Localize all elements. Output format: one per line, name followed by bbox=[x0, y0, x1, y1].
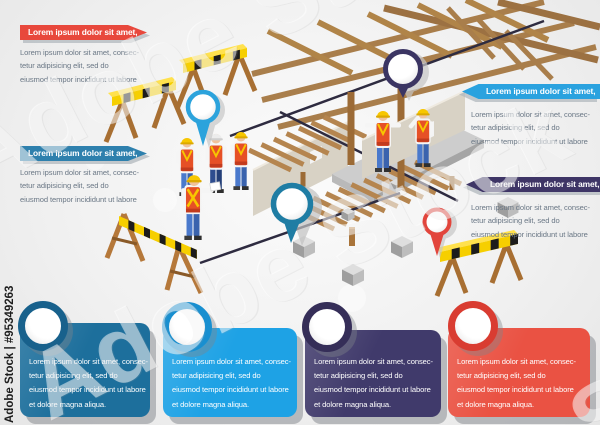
info-card-text: Lorem ipsum dolor sit amet, consec-tetur… bbox=[172, 357, 291, 409]
sawhorse-barrier-icon bbox=[103, 77, 187, 143]
speech-balloon-icon bbox=[383, 49, 429, 101]
info-card-circle-marker bbox=[302, 302, 352, 352]
info-card-text: Lorem ipsum dolor sit amet, consec-tetur… bbox=[457, 357, 576, 409]
callout-banner-mid-left: Lorem ipsum dolor sit amet, bbox=[20, 146, 147, 161]
roof-rafters bbox=[251, 0, 600, 130]
info-card: Lorem ipsum dolor sit amet, consec-tetur… bbox=[305, 330, 441, 417]
map-pin-icon bbox=[422, 207, 457, 258]
floor-joists-upper bbox=[247, 114, 368, 173]
callout-banner-right-mid: Lorem ipsum dolor sit amet, bbox=[466, 177, 600, 192]
callout-text-right-top: Lorem ipsum dolor sit amet, consec-tetur… bbox=[471, 110, 590, 146]
wood-stake bbox=[349, 229, 355, 246]
blueprint-paper bbox=[209, 181, 222, 192]
callout-banner-right-top: Lorem ipsum dolor sit amet, bbox=[462, 84, 600, 99]
worker-figure bbox=[408, 109, 434, 167]
map-pin-icon bbox=[270, 182, 322, 246]
concrete-blocks bbox=[293, 197, 519, 286]
info-card-circle-marker bbox=[18, 301, 68, 351]
watermark-attribution: Adobe Stock | #95349263 bbox=[4, 285, 16, 423]
info-card-circle-marker bbox=[162, 302, 212, 352]
worker-figure bbox=[230, 132, 250, 190]
worker-figure bbox=[181, 175, 222, 240]
wood-stake bbox=[349, 227, 355, 230]
worker-figure bbox=[365, 111, 401, 172]
callout-text-top-left: Lorem ipsum dolor sit amet, consec-tetur… bbox=[20, 48, 139, 84]
sawhorse-barrier-icon bbox=[434, 230, 524, 297]
caution-tape-barrier-icon bbox=[104, 213, 204, 295]
callout-text-mid-left: Lorem ipsum dolor sit amet, consec-tetur… bbox=[20, 168, 139, 204]
map-pin-icon bbox=[185, 89, 225, 148]
info-card-text: Lorem ipsum dolor sit amet, consec-tetur… bbox=[29, 357, 148, 409]
callout-banner-top-left: Lorem ipsum dolor sit amet, bbox=[20, 25, 147, 40]
sawhorse-barrier-icon bbox=[174, 44, 258, 110]
info-card-text: Lorem ipsum dolor sit amet, consec-tetur… bbox=[314, 357, 433, 409]
callout-text-right-mid: Lorem ipsum dolor sit amet, consec-tetur… bbox=[471, 203, 590, 239]
worker-figure bbox=[176, 138, 201, 196]
info-card-circle-marker bbox=[448, 301, 498, 351]
